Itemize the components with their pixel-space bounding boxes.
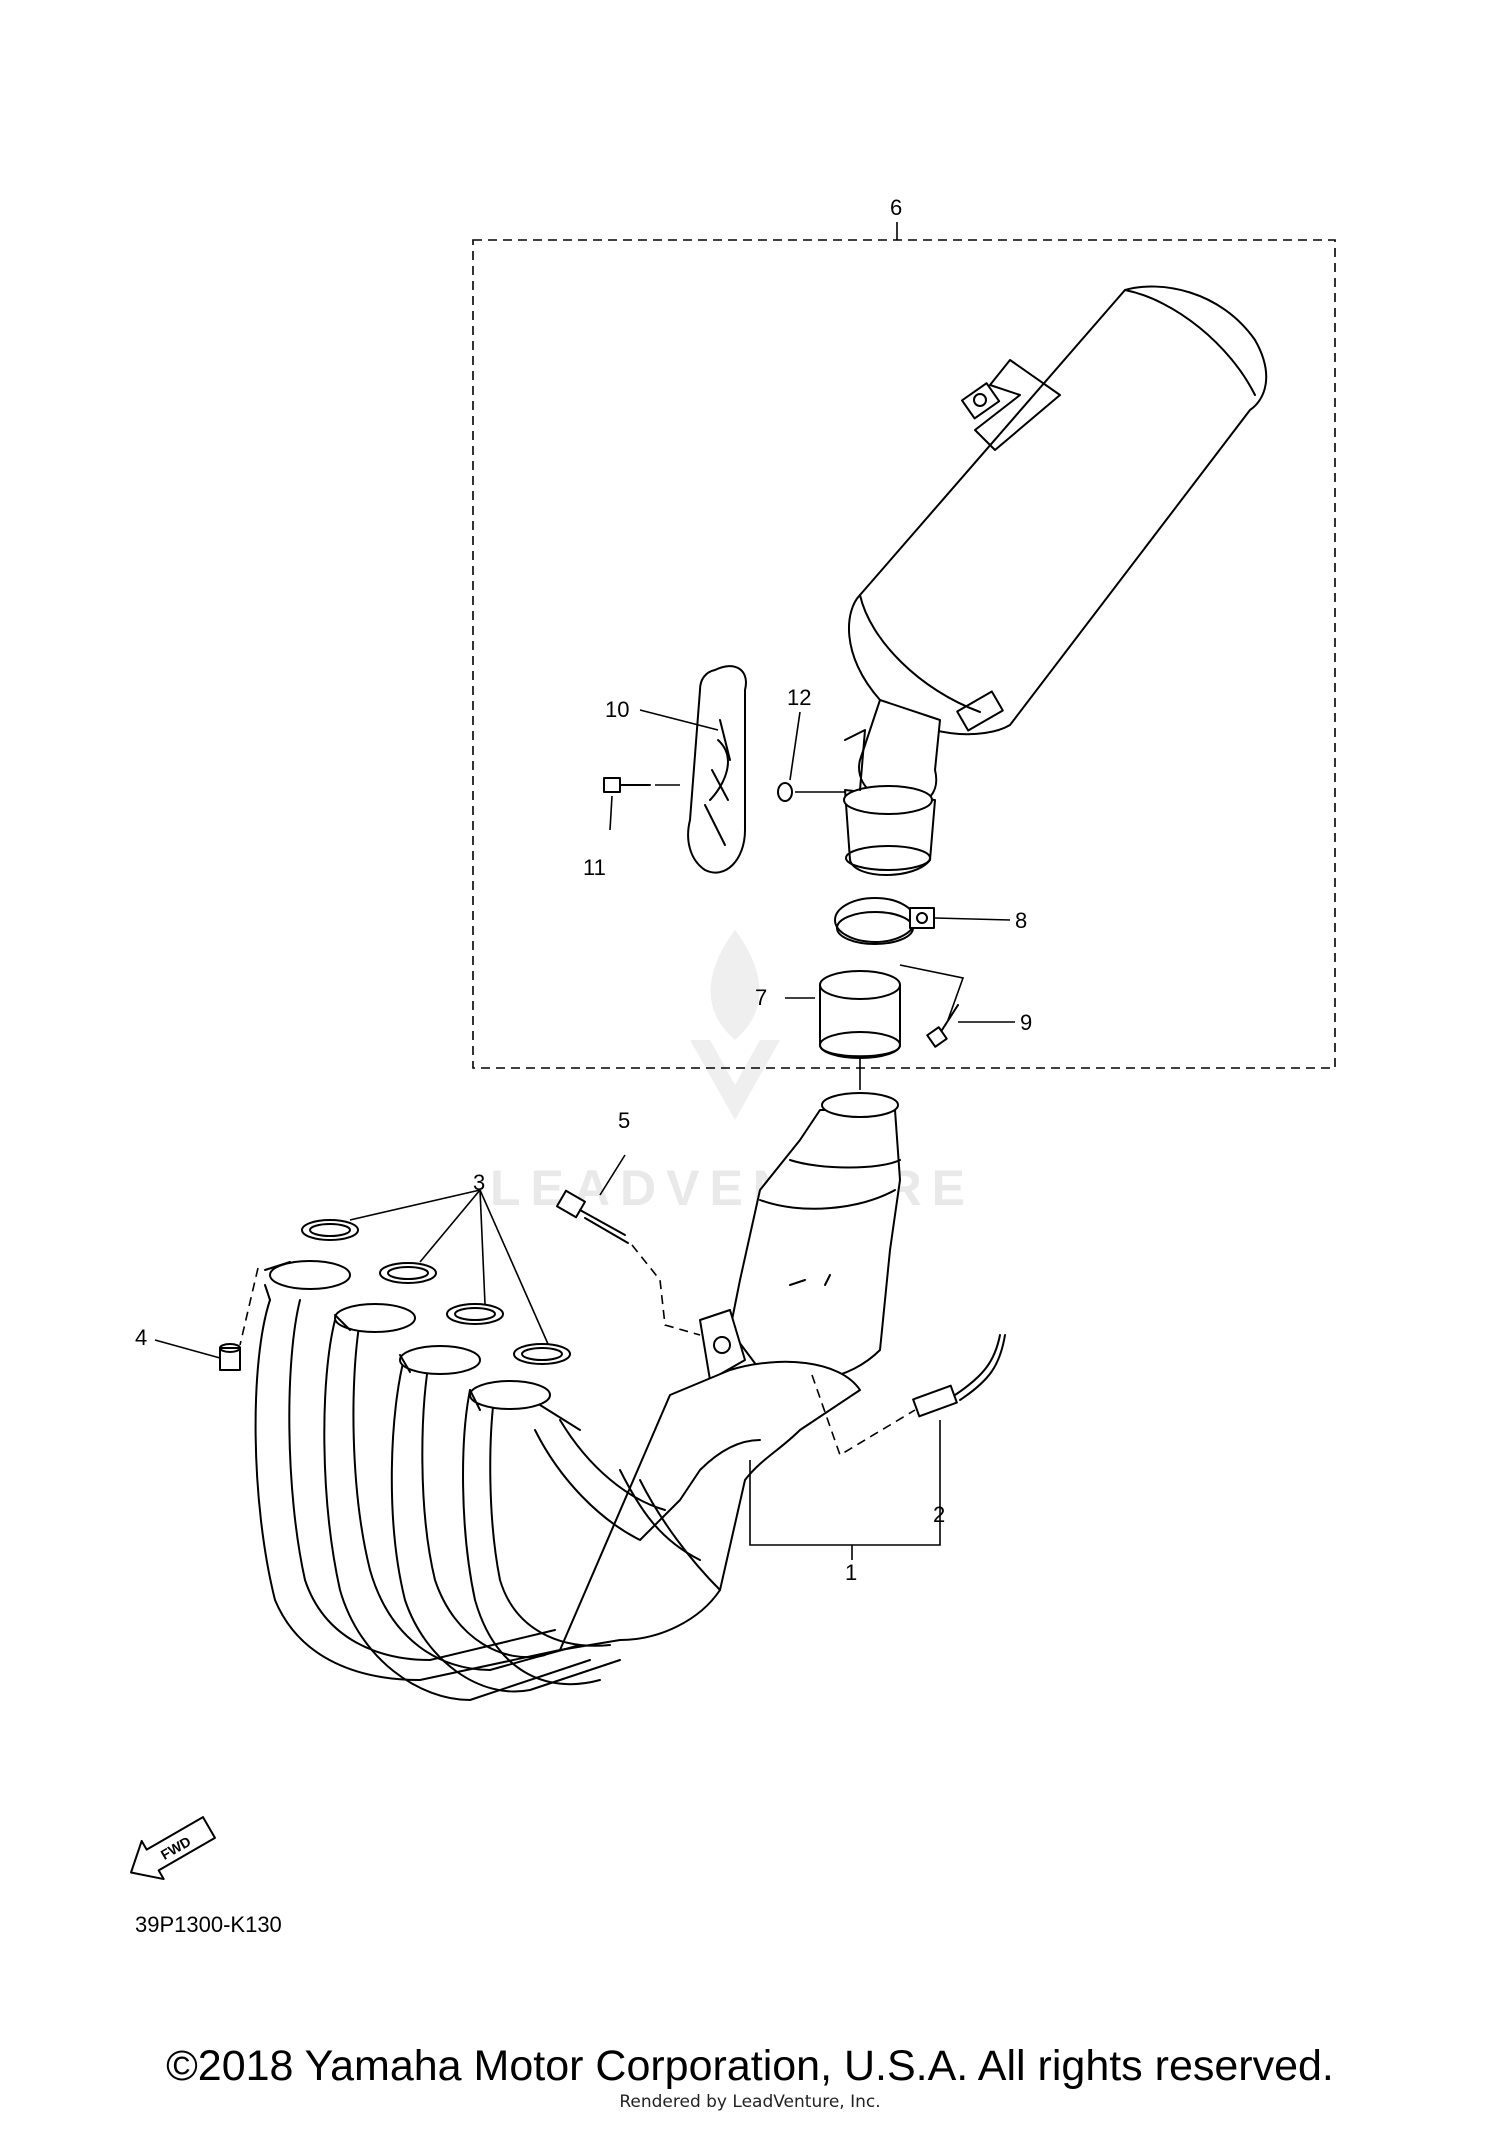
copyright-notice: ©2018 Yamaha Motor Corporation, U.S.A. A… (166, 2042, 1334, 2090)
part-code: 39P1300-K130 (135, 1912, 282, 1937)
callout-6: 6 (890, 195, 902, 220)
fwd-arrow-icon: FWD (130, 1816, 216, 1881)
bolt-5 (555, 1189, 629, 1244)
bolt-9 (926, 1004, 959, 1048)
callout-5: 5 (618, 1108, 630, 1133)
callout-3: 3 (473, 1170, 485, 1195)
leader-lines (154, 709, 1015, 1560)
callout-12: 12 (787, 685, 811, 710)
callout-2: 2 (933, 1502, 945, 1527)
callout-4: 4 (135, 1325, 147, 1350)
rendered-by-notice: Rendered by LeadVenture, Inc. (619, 2092, 881, 2112)
o2-sensor-2 (912, 1334, 1006, 1418)
nut-4 (219, 1343, 241, 1371)
leadventure-watermark: LEADVENTURE (490, 930, 965, 1216)
muffler (843, 285, 1268, 876)
gasket-7 (819, 970, 901, 1059)
heat-protector (687, 665, 747, 874)
clamp-8 (834, 897, 935, 945)
callout-11: 11 (583, 855, 606, 880)
callout-10: 10 (605, 697, 629, 722)
callout-1: 1 (845, 1560, 857, 1585)
washer-12 (777, 782, 793, 802)
callout-7: 7 (755, 985, 767, 1010)
callout-9: 9 (1020, 1010, 1032, 1035)
gaskets-3 (301, 1219, 571, 1365)
exhaust-pipe-assembly (254, 1092, 901, 1701)
muffler-assembly-box (472, 239, 1336, 1069)
bolt-11 (603, 777, 651, 793)
callout-8: 8 (1015, 908, 1027, 933)
